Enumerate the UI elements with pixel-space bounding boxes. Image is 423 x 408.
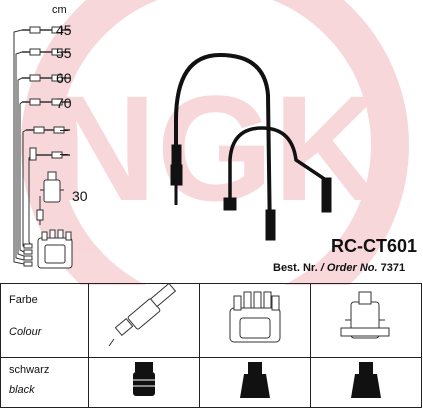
cable-row-4: [22, 98, 70, 106]
colour-table: Farbe Colour: [0, 282, 422, 408]
colour-label-en: Colour: [9, 326, 42, 338]
coil-cell: [310, 283, 422, 358]
spark-plug-icon: [108, 282, 177, 347]
ignition-lead-short: [223, 126, 332, 213]
distributor-cap-cell: [199, 283, 311, 358]
wire-set-diagram: NGK: [13, 0, 409, 285]
order-number-line: Best. Nr. / Order No. 7371: [273, 262, 405, 274]
distributor-boot-icon: [240, 362, 270, 398]
order-label-de: Best. Nr.: [273, 262, 318, 274]
order-number: 7371: [380, 262, 406, 274]
black-label-de: schwarz: [9, 364, 50, 376]
black-label-cell: schwarz black: [0, 357, 89, 408]
order-label-en: Order No.: [326, 262, 378, 274]
colour-label-cell: Farbe Colour: [0, 283, 89, 358]
length-label-1: 45: [56, 22, 72, 38]
length-label-5: –: [60, 121, 68, 137]
spark-plug-cell: [88, 282, 200, 358]
distributor-cap-icon: [229, 291, 281, 343]
cable-row-6: [29, 147, 70, 161]
colour-label-de: Farbe: [9, 294, 38, 306]
length-label-7: 30: [72, 188, 88, 204]
cable-row-1: [22, 26, 70, 34]
ignition-coil-icon: [340, 291, 390, 339]
spark-plug-boot-cell: [88, 357, 200, 408]
distributor-boot-cell: [199, 357, 311, 408]
svg-text:NGK: NGK: [48, 64, 381, 232]
coil-boot-cell: [310, 357, 422, 408]
length-label-4: 70: [56, 95, 72, 111]
cable-row-3: [22, 74, 70, 82]
product-code: RC-CT601: [331, 236, 418, 256]
order-separator: /: [320, 262, 324, 274]
cable-row-2: [22, 48, 70, 56]
table-row: Farbe Colour: [0, 282, 422, 358]
length-unit-label: cm: [52, 4, 67, 16]
black-label-en: black: [9, 384, 35, 396]
table-row: schwarz black: [0, 357, 422, 408]
coil-small-icon: [36, 171, 64, 225]
length-label-2: 55: [56, 45, 72, 61]
coil-boot-icon: [351, 362, 381, 398]
length-label-6: –: [60, 145, 68, 161]
spark-plug-boot-icon: [133, 362, 155, 396]
bundle-terminals: [23, 243, 33, 267]
ignition-lead-long: [170, 52, 276, 241]
distributor-small-icon: [37, 229, 73, 269]
length-label-3: 60: [56, 70, 72, 86]
cable-row-5: [26, 126, 70, 134]
